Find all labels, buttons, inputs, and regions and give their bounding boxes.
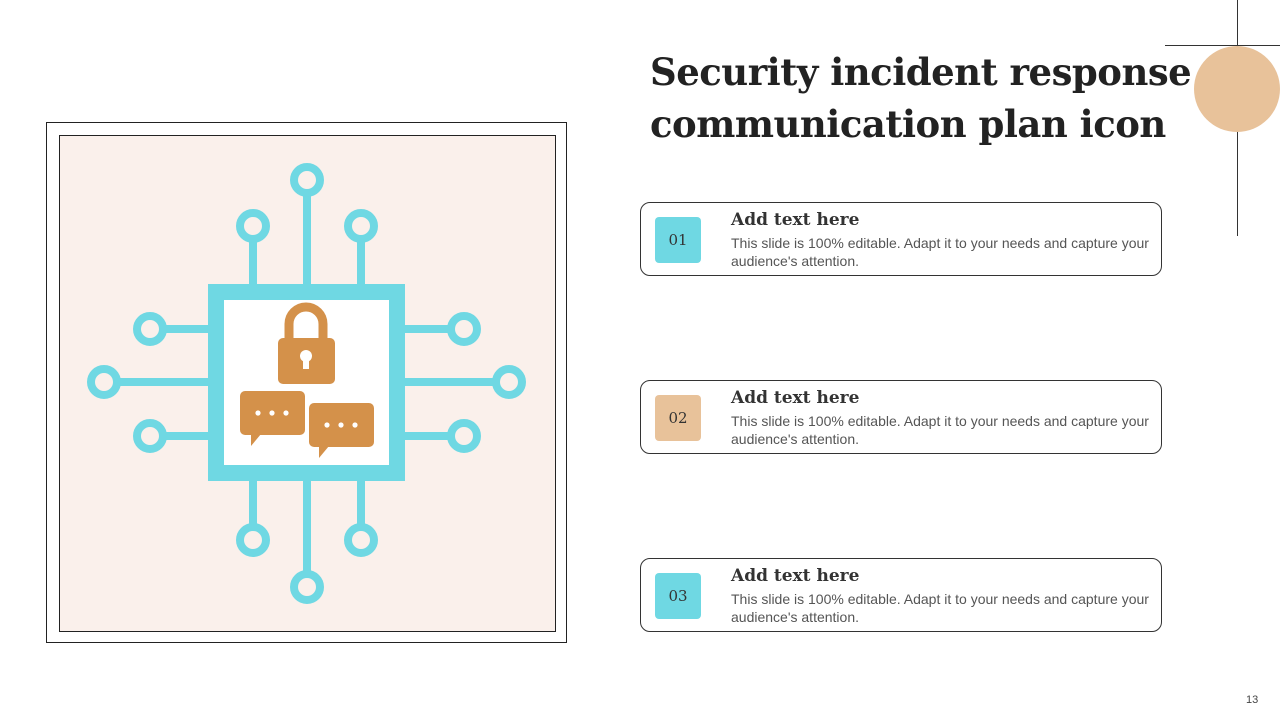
decorative-horizontal-line — [1165, 45, 1280, 46]
number-badge: 03 — [655, 573, 701, 619]
page-number: 13 — [1246, 694, 1259, 706]
info-card-3: 03 Add text here This slide is 100% edit… — [640, 558, 1162, 632]
number-badge: 02 — [655, 395, 701, 441]
number-badge: 01 — [655, 217, 701, 263]
card-body: This slide is 100% editable. Adapt it to… — [731, 235, 1149, 269]
decorative-circle — [1194, 46, 1280, 132]
card-body: This slide is 100% editable. Adapt it to… — [731, 413, 1149, 447]
card-body: This slide is 100% editable. Adapt it to… — [731, 591, 1149, 625]
info-card-2: 02 Add text here This slide is 100% edit… — [640, 380, 1162, 454]
card-heading: Add text here — [731, 210, 860, 230]
illustration-frame — [46, 122, 567, 643]
page-title: Security incident response communication… — [650, 50, 1192, 146]
info-card-1: 01 Add text here This slide is 100% edit… — [640, 202, 1162, 276]
card-heading: Add text here — [731, 566, 860, 586]
circuit-lock-chat-icon — [87, 163, 526, 604]
card-heading: Add text here — [731, 388, 860, 408]
